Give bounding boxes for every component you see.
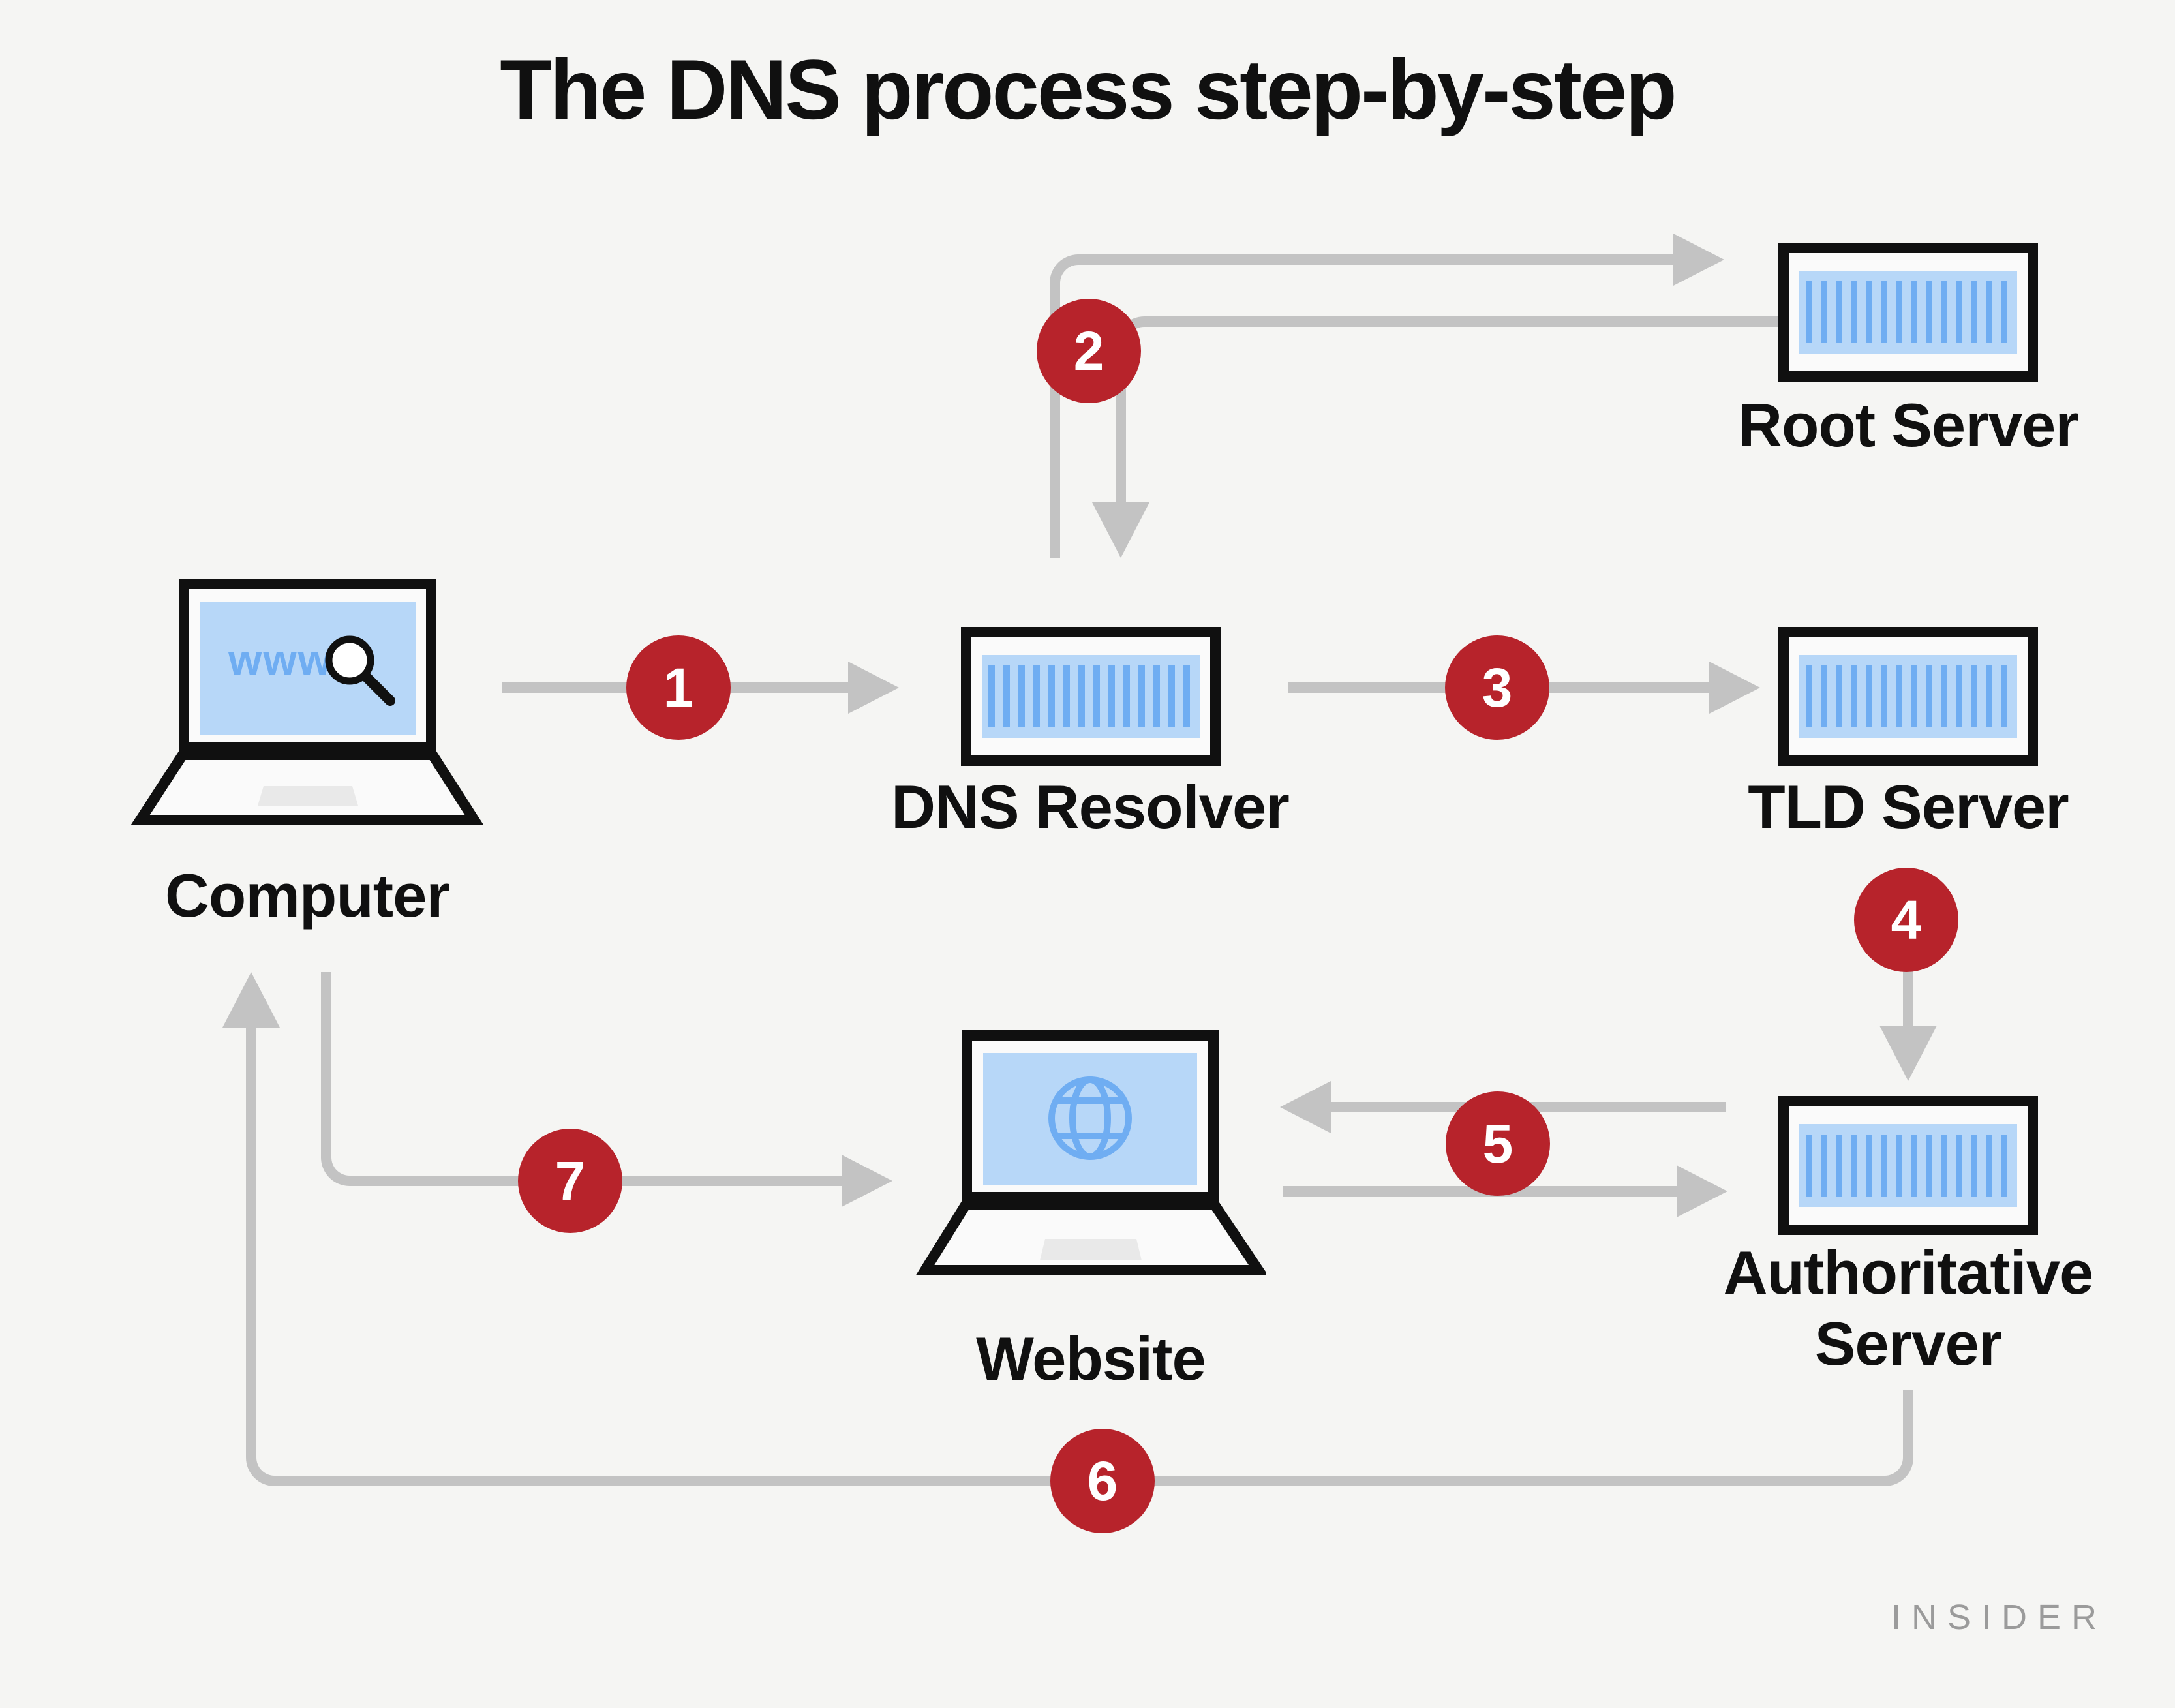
computer-laptop-icon: www — [130, 579, 483, 825]
search-icon — [325, 635, 395, 706]
arrow-head-icon — [1709, 662, 1760, 714]
arrow-head-icon — [842, 1155, 892, 1207]
step-badge-2: 2 — [1037, 299, 1141, 403]
step-badge-7: 7 — [518, 1129, 622, 1233]
step-badge-4: 4 — [1854, 868, 1958, 972]
arrow-head-icon — [1879, 1026, 1937, 1081]
step-badge-6: 6 — [1050, 1429, 1155, 1533]
step-badge-1: 1 — [626, 635, 731, 740]
step-badge-3: 3 — [1445, 635, 1549, 740]
authoritative-server-label: Authoritative Server — [1723, 1238, 2094, 1379]
arrow-head-icon — [1280, 1081, 1331, 1133]
tld-server-label: TLD Server — [1748, 772, 2069, 841]
arrow-head-icon — [1092, 502, 1149, 558]
arrow-head-icon — [222, 972, 280, 1028]
authoritative-server-icon — [1778, 1096, 2038, 1235]
arrow-head-icon — [848, 662, 899, 714]
dns-resolver-label: DNS Resolver — [891, 772, 1290, 841]
tld-server-icon — [1778, 627, 2038, 766]
arrow-shaft — [246, 1018, 652, 1486]
website-label: Website — [976, 1324, 1206, 1393]
root-server-icon — [1778, 243, 2038, 382]
globe-icon — [1048, 1076, 1132, 1160]
server-stripes — [1806, 665, 2011, 727]
laptop-trackpad — [258, 786, 358, 806]
laptop-screen-display — [983, 1053, 1197, 1185]
server-stripes — [1806, 281, 2011, 343]
root-server-label: Root Server — [1738, 391, 2079, 459]
computer-label: Computer — [165, 861, 450, 930]
insider-logo: INSIDER — [1891, 1598, 2107, 1637]
dns-resolver-server-icon — [961, 627, 1221, 766]
arrow-shaft — [652, 1390, 1913, 1486]
arrow-head-icon — [1673, 234, 1724, 286]
server-stripes — [988, 665, 1193, 727]
step-badge-5: 5 — [1446, 1091, 1550, 1196]
laptop-base — [915, 1200, 1266, 1275]
url-text: www — [228, 635, 333, 684]
page-title: The DNS process step-by-step — [500, 42, 1677, 137]
server-stripes — [1806, 1135, 2011, 1197]
laptop-trackpad — [1040, 1239, 1142, 1260]
arrow-head-icon — [1677, 1165, 1727, 1217]
laptop-screen-display — [200, 602, 416, 735]
website-laptop-icon — [915, 1030, 1266, 1275]
